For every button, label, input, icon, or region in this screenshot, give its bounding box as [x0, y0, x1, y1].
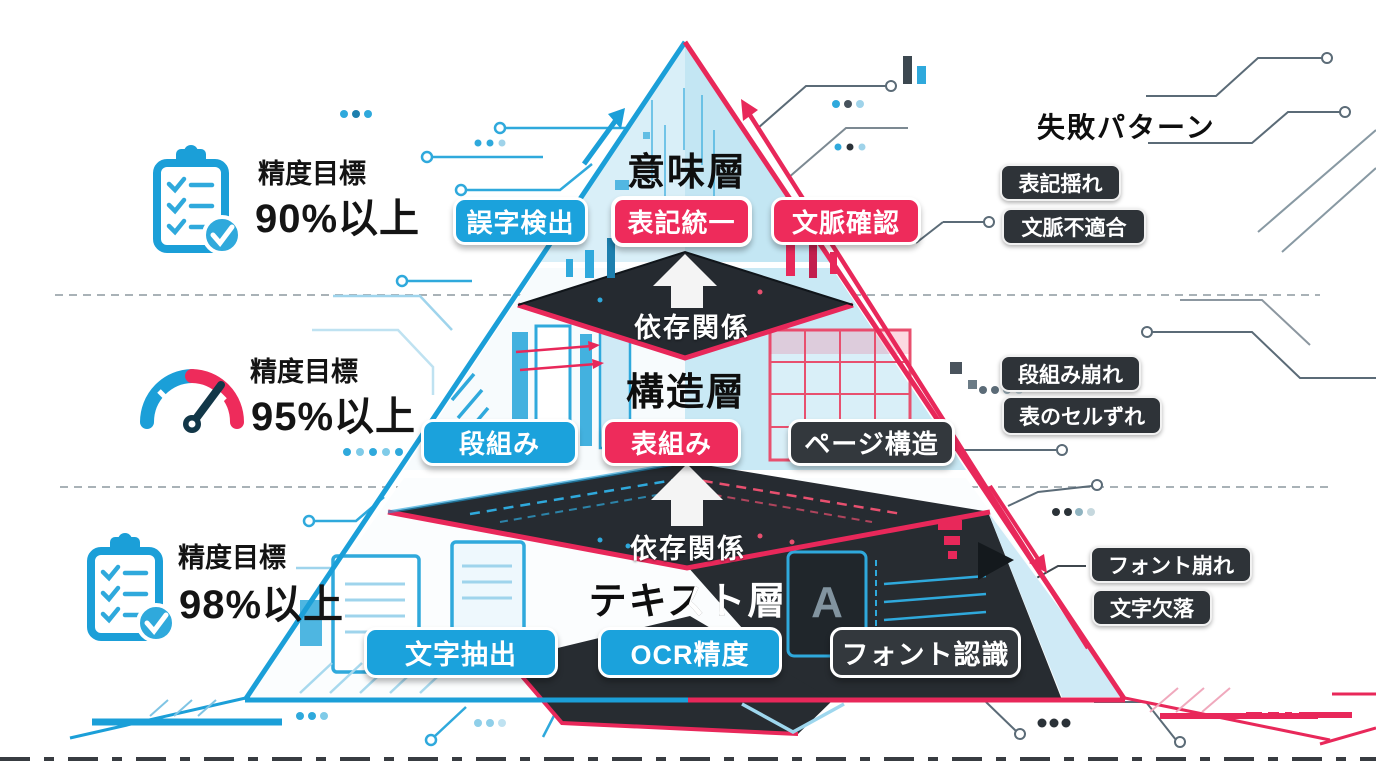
fail-chip-dangumi-kuzure[interactable]: 段組み崩れ	[1000, 355, 1141, 392]
fail-chip-moji-ketsuraku[interactable]: 文字欠落	[1092, 589, 1212, 626]
layer-heading-structure: 構造層	[625, 372, 747, 414]
target-title-text: 精度目標	[178, 543, 286, 573]
layer-heading-semantic: 意味層	[626, 152, 748, 194]
fail-chip-font-kuzure[interactable]: フォント崩れ	[1090, 546, 1252, 583]
layer-heading-text-overlay: テキスト層	[682, 570, 787, 625]
chip-hyogumi[interactable]: 表組み	[602, 419, 741, 466]
failure-patterns-heading: 失敗パターン	[1037, 112, 1216, 143]
dependency-band-upper	[517, 236, 854, 361]
dependency-label-upper: 依存関係	[634, 313, 750, 343]
base-platform-right	[1119, 687, 1376, 746]
layer-heading-text: テキスト層	[588, 581, 788, 623]
failure-arrow-pink	[988, 484, 1047, 573]
fail-chip-bunmyaku-futekigo[interactable]: 文脈不適合	[1002, 208, 1146, 245]
base-platform-left	[69, 695, 282, 740]
dependency-band-lower	[387, 460, 991, 571]
target-value-semantic: 90%以上	[255, 197, 421, 241]
gauge-icon	[140, 369, 244, 433]
fail-chip-hyo-cell-zure[interactable]: 表のセルずれ	[1002, 396, 1162, 435]
ascending-arrow-blue	[581, 108, 625, 166]
circuit-dots-left	[296, 110, 506, 727]
up-arrow-icon	[653, 254, 717, 308]
font-sample-letter: A	[811, 578, 843, 627]
target-value-text: 98%以上	[179, 583, 345, 627]
fail-chip-hyoki-yure[interactable]: 表記揺れ	[1000, 164, 1121, 201]
chip-moji-chushutsu[interactable]: 文字抽出	[364, 627, 558, 678]
chip-hyoki-toitsu[interactable]: 表記統一	[611, 196, 752, 247]
up-arrow-icon	[651, 464, 723, 526]
clipboard-check-icon	[153, 145, 242, 255]
base-chevron	[741, 702, 845, 734]
target-title-structure: 精度目標	[250, 357, 358, 387]
chip-ocr-seido[interactable]: OCR精度	[598, 627, 782, 678]
chip-goji-kenshutsu[interactable]: 誤字検出	[453, 197, 588, 245]
target-title-semantic: 精度目標	[258, 159, 366, 189]
chip-page-kozo[interactable]: ページ構造	[788, 419, 955, 466]
chip-font-ninshiki[interactable]: フォント認識	[830, 627, 1021, 678]
chip-bunmyaku-kakunin[interactable]: 文脈確認	[771, 197, 921, 245]
dependency-label-lower: 依存関係	[630, 534, 746, 564]
circuit-dots-right	[832, 56, 1095, 728]
chip-dangumi[interactable]: 段組み	[421, 419, 578, 466]
target-value-structure: 95%以上	[251, 395, 417, 439]
clipboard-check-icon	[87, 533, 176, 643]
